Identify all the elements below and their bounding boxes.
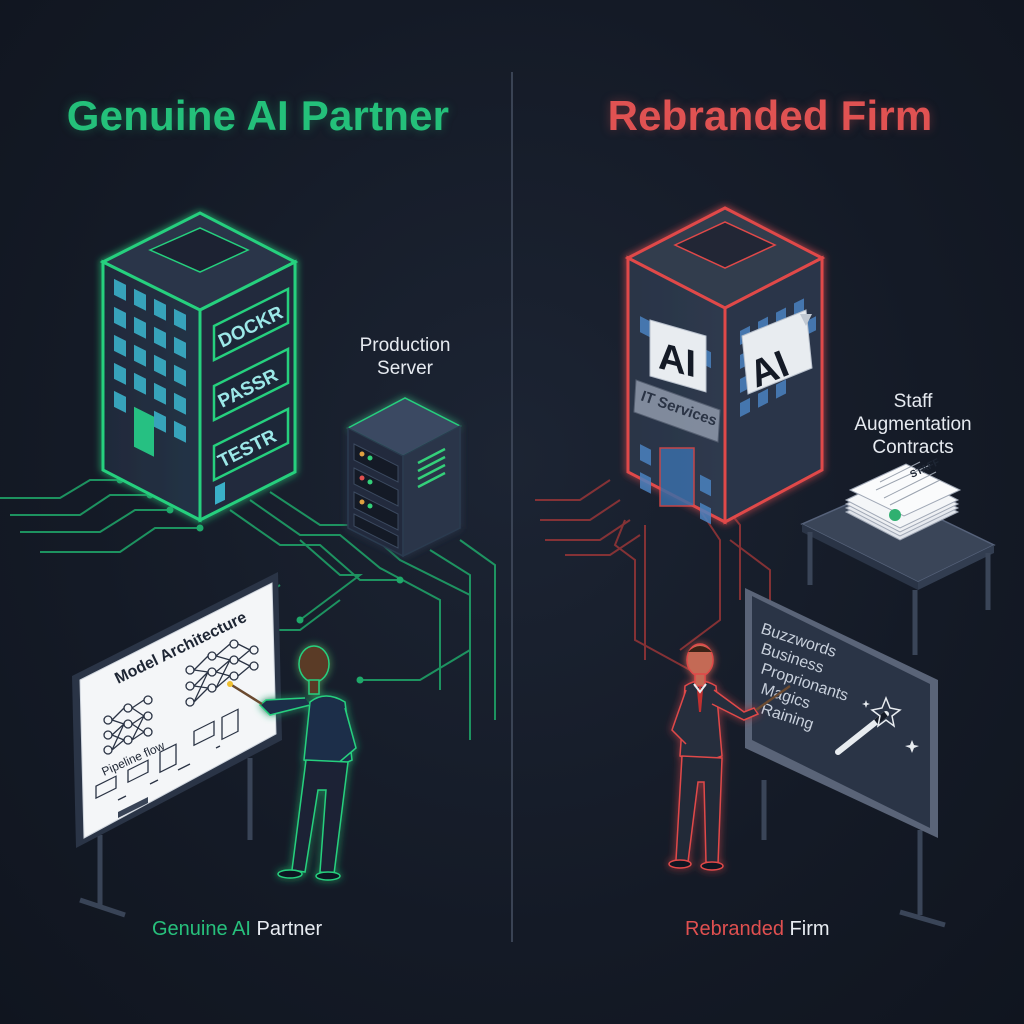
- magic-wand-icon: [835, 695, 919, 755]
- server-label-line1: Production: [359, 335, 451, 356]
- genuine-building-windows: [114, 278, 186, 457]
- ai-sticker-1: AI: [658, 335, 696, 387]
- rebranded-caption-word1: Rebranded: [685, 918, 784, 940]
- server-vents: [417, 447, 446, 489]
- genuine-presenter: [258, 645, 357, 881]
- server-status-leds: [359, 451, 373, 509]
- rebranded-presenter: [668, 643, 760, 871]
- red-tie: [697, 686, 703, 712]
- desk-label-line1: Staff: [893, 391, 933, 412]
- buzzword-chalkboard: [745, 588, 946, 928]
- desk-label-line2: Augmentation: [854, 414, 972, 435]
- desk-label: Staff Augmentation Contracts: [838, 390, 988, 459]
- genuine-caption-word3: Partner: [256, 918, 323, 940]
- genuine-building-signs: [212, 286, 290, 505]
- genuine-caption-word1: Genuine: [152, 918, 228, 940]
- server-label-line2: Server: [377, 358, 433, 379]
- rebranded-caption-word2: Firm: [789, 918, 830, 940]
- genuine-caption-word2: AI: [232, 918, 251, 940]
- green-circuit-traces: [0, 479, 496, 740]
- white-shirt-collar: [693, 683, 707, 694]
- contract-paper-stack: [844, 461, 962, 541]
- nn-diagram-right: [185, 639, 259, 707]
- desk-label-line3: Contracts: [872, 437, 954, 458]
- rebranded-caption: Rebranded Firm: [685, 918, 830, 941]
- genuine-caption: Genuine AI Partner: [152, 918, 322, 941]
- pointer-tip: [227, 681, 233, 687]
- red-circuit-traces: [535, 479, 771, 671]
- genuine-pointer: [229, 682, 263, 706]
- model-whiteboard: [72, 572, 282, 918]
- rebranded-pointer: [755, 684, 791, 712]
- server-drive-bays: [353, 443, 399, 549]
- nn-diagram-left: [103, 695, 153, 755]
- server-label: Production Server: [330, 334, 480, 380]
- genuine-title: Genuine AI Partner: [66, 92, 450, 139]
- pipeline-flow-boxes: [95, 708, 239, 801]
- ai-stickers: [633, 309, 813, 443]
- rebranded-title: Rebranded Firm: [607, 92, 933, 139]
- whiteboard-network-diagrams: [95, 639, 259, 801]
